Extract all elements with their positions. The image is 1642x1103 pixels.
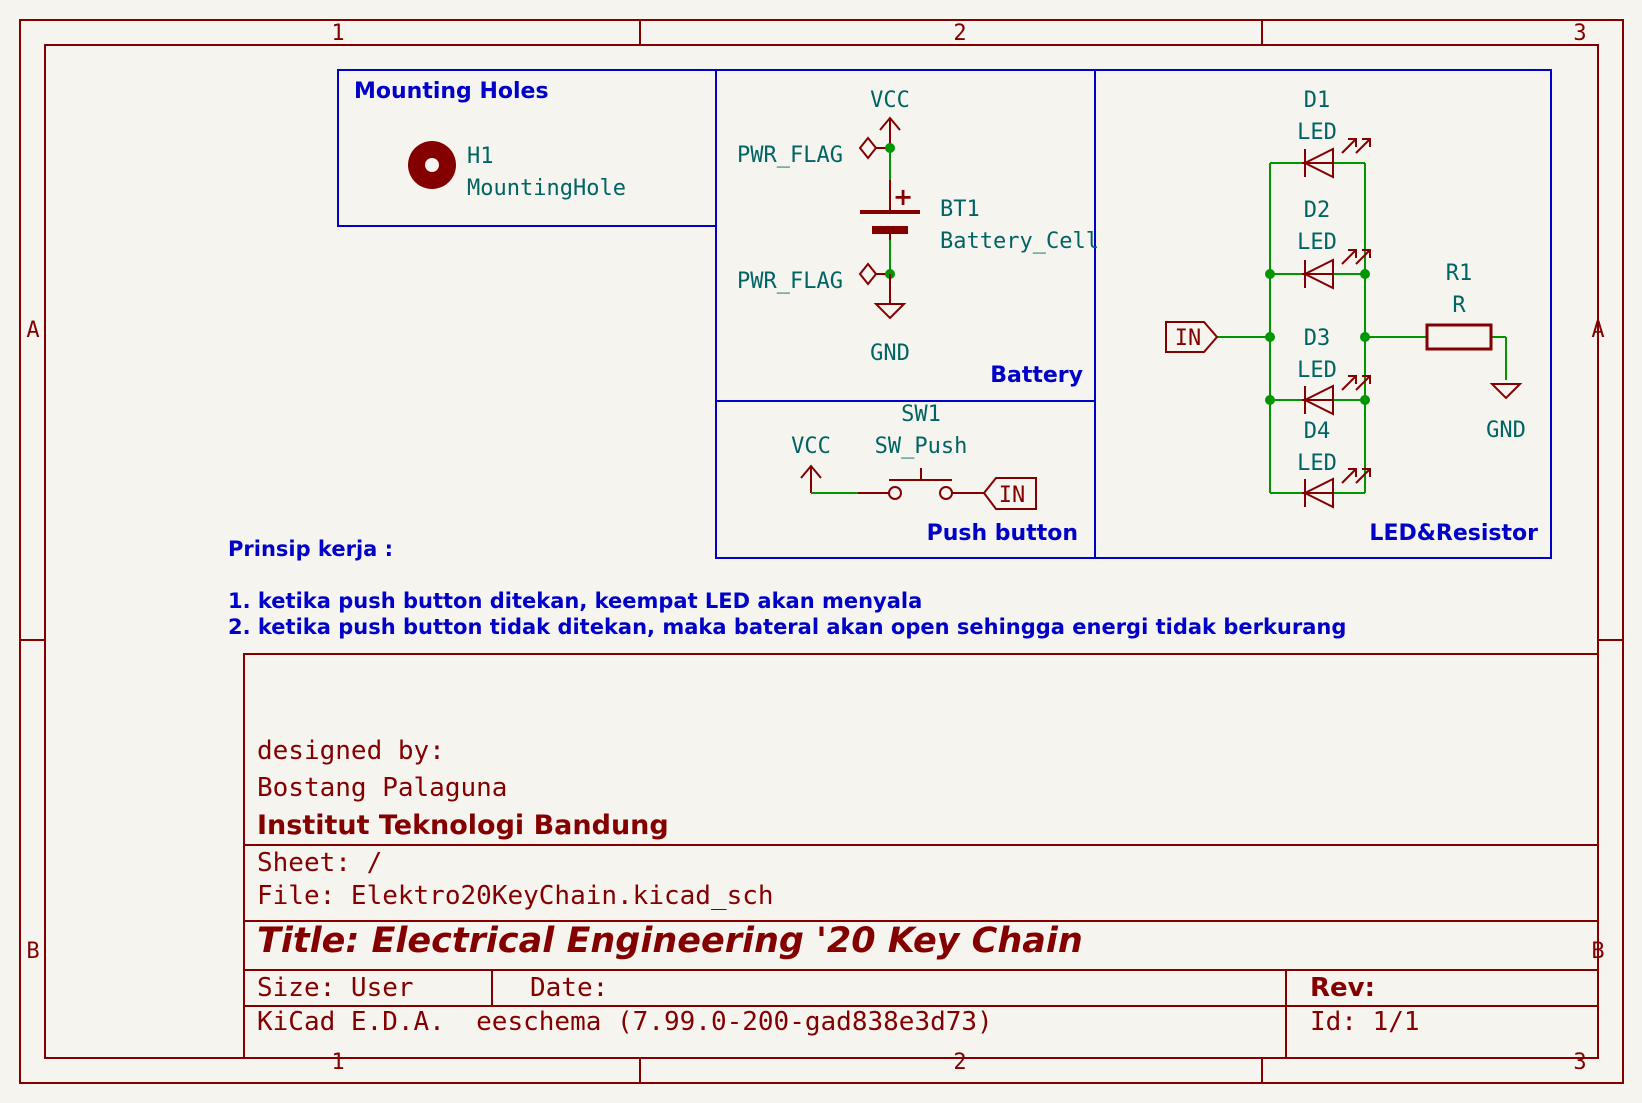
column-label-top-2: 2 <box>953 21 966 46</box>
column-label-top-3: 3 <box>1573 21 1586 46</box>
gnd-symbol-battery <box>873 274 907 320</box>
vcc-label-switch: VCC <box>791 434 831 459</box>
size-label: Size: User <box>257 973 414 1003</box>
vcc-label-battery: VCC <box>870 88 910 113</box>
sheet-label: Sheet: / <box>257 848 382 878</box>
row-label-right-a: A <box>1591 318 1604 343</box>
bt1-ref: BT1 <box>940 197 980 222</box>
junction-right-d3 <box>1360 395 1370 405</box>
title-block-text: designed by: Bostang Palaguna Institut T… <box>257 736 1420 1037</box>
gnd-symbol-led <box>1489 383 1523 400</box>
d4-value: LED <box>1297 451 1337 476</box>
notes-line-2: 2. ketika push button tidak ditekan, mak… <box>228 615 1346 639</box>
resistor-r1-symbol[interactable] <box>1425 323 1493 351</box>
battery-cell-symbol[interactable] <box>860 180 920 240</box>
notes-heading: Prinsip kerja : <box>228 537 393 561</box>
frame-labels: 1 2 3 1 2 3 A A B B <box>26 21 1604 1075</box>
d4-ref: D4 <box>1304 419 1331 444</box>
gnd-label-battery: GND <box>870 341 910 366</box>
junction-vcc <box>885 143 895 153</box>
junction-left-d2 <box>1265 269 1275 279</box>
date-label: Date: <box>530 973 608 1003</box>
d1-value: LED <box>1297 120 1337 145</box>
bt1-plus: + <box>893 183 913 211</box>
led-wires <box>1217 162 1507 494</box>
led-d2-symbol[interactable] <box>1302 249 1371 290</box>
h1-value: MountingHole <box>467 176 626 201</box>
push-section-title: Push button <box>927 521 1078 546</box>
mounting-hole-symbol[interactable] <box>408 141 456 189</box>
junction-left-d3 <box>1265 395 1275 405</box>
notes-line-1: 1. ketika push button ditekan, keempat L… <box>228 589 922 613</box>
d2-value: LED <box>1297 230 1337 255</box>
id-label: Id: 1/1 <box>1310 1007 1420 1037</box>
column-label-bottom-1: 1 <box>331 1050 344 1075</box>
institution-name: Institut Teknologi Bandung <box>257 810 669 841</box>
column-label-bottom-3: 3 <box>1573 1050 1586 1075</box>
designed-by-label: designed by: <box>257 736 445 766</box>
gnd-label-led: GND <box>1486 418 1526 443</box>
sw1-value: SW_Push <box>875 434 968 459</box>
in-label-led[interactable]: IN <box>1165 321 1219 353</box>
push-switch-symbol[interactable] <box>858 468 984 500</box>
bt1-value: Battery_Cell <box>940 229 1099 254</box>
in-label-switch-text: IN <box>999 483 1026 508</box>
column-label-bottom-2: 2 <box>953 1050 966 1075</box>
row-label-left-b: B <box>26 939 39 964</box>
pwr-flag-top-label: PWR_FLAG <box>737 143 843 168</box>
junction-right-d2 <box>1360 269 1370 279</box>
pwr-flag-bottom-label: PWR_FLAG <box>737 269 843 294</box>
junction-left-in <box>1265 332 1275 342</box>
section-boxes <box>337 69 1552 559</box>
r1-ref: R1 <box>1446 261 1473 286</box>
file-label: File: Elektro20KeyChain.kicad_sch <box>257 881 774 911</box>
junctions-led <box>1265 269 1370 405</box>
title-label: Title: Electrical Engineering '20 Key Ch… <box>257 921 1083 961</box>
h1-ref: H1 <box>467 144 494 169</box>
led-d3-symbol[interactable] <box>1302 375 1371 416</box>
row-label-left-a: A <box>26 318 39 343</box>
d3-value: LED <box>1297 358 1337 383</box>
d3-ref: D3 <box>1304 326 1331 351</box>
title-block-lines <box>243 653 1599 1059</box>
column-label-top-1: 1 <box>331 21 344 46</box>
led-d1-symbol[interactable] <box>1302 138 1371 179</box>
sw1-ref: SW1 <box>901 402 941 427</box>
d2-ref: D2 <box>1304 198 1331 223</box>
rev-label: Rev: <box>1310 973 1375 1003</box>
in-label-led-text: IN <box>1175 326 1202 351</box>
led-d4-symbol[interactable] <box>1302 468 1371 509</box>
vcc-arrow-switch <box>800 464 822 493</box>
mounting-section-title: Mounting Holes <box>354 79 549 104</box>
led-box <box>1094 69 1552 559</box>
tool-label: KiCad E.D.A. eeschema (7.99.0-200-gad838… <box>257 1007 993 1037</box>
r1-value: R <box>1452 293 1466 318</box>
d1-ref: D1 <box>1304 88 1331 113</box>
designer-name: Bostang Palaguna <box>257 773 507 803</box>
mounting-box <box>337 69 716 227</box>
in-label-switch[interactable]: IN <box>982 477 1037 510</box>
led-section-title: LED&Resistor <box>1369 521 1538 546</box>
battery-section-title: Battery <box>990 363 1083 388</box>
junction-right-r1 <box>1360 332 1370 342</box>
